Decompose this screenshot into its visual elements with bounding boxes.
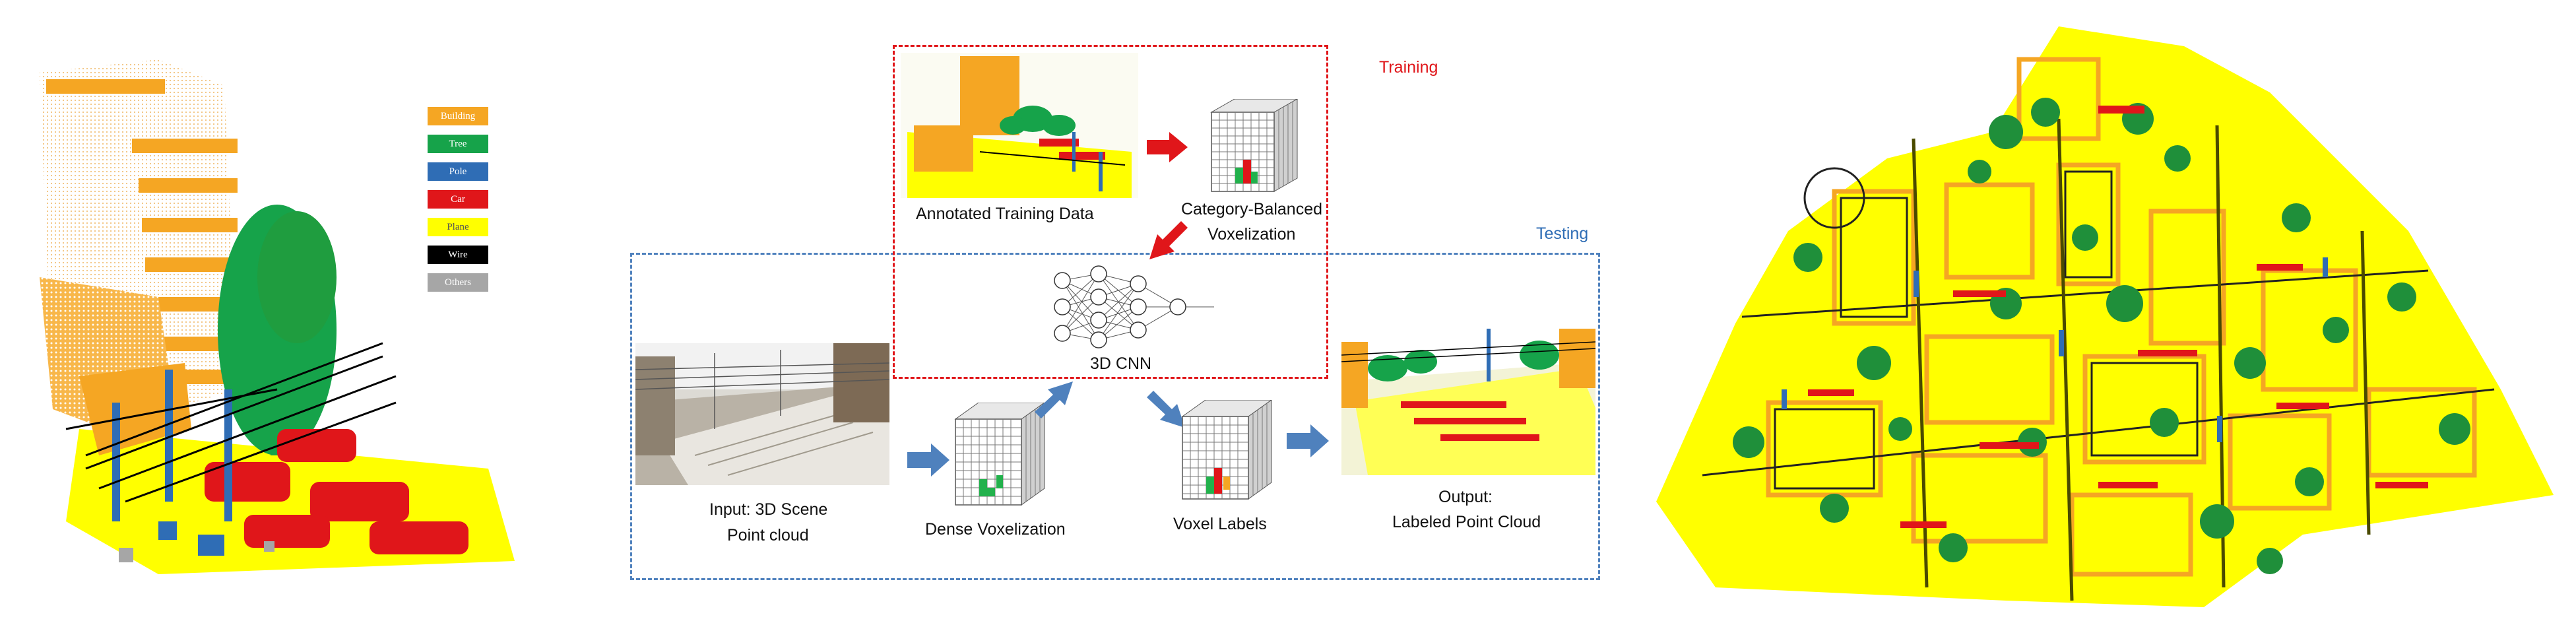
legend-plane: Plane bbox=[428, 218, 488, 236]
annotated-caption: Annotated Training Data bbox=[916, 205, 1094, 223]
input-caption-line2: Point cloud bbox=[727, 526, 809, 544]
arrow-icon bbox=[1287, 424, 1329, 457]
balanced-caption-line1: Category-Balanced bbox=[1181, 200, 1323, 218]
cnn-caption: 3D CNN bbox=[1090, 354, 1152, 373]
labels-caption: Voxel Labels bbox=[1173, 515, 1267, 533]
output-scene-image bbox=[1341, 329, 1595, 475]
input-scene-image bbox=[635, 343, 889, 485]
balanced-caption-line2: Voxelization bbox=[1208, 225, 1296, 244]
legend-wire: Wire bbox=[428, 246, 488, 264]
training-label: Training bbox=[1379, 58, 1438, 77]
annotated-training-image bbox=[901, 53, 1138, 198]
arrow-icon bbox=[907, 444, 950, 477]
legend-others: Others bbox=[428, 273, 488, 292]
legend-car: Car bbox=[428, 190, 488, 209]
arrow-icon bbox=[1035, 381, 1073, 418]
legend-tree: Tree bbox=[428, 135, 488, 153]
testing-label: Testing bbox=[1536, 224, 1589, 243]
arrow-icon bbox=[1149, 221, 1188, 259]
legend-pole: Pole bbox=[428, 162, 488, 181]
output-caption-line2: Labeled Point Cloud bbox=[1392, 513, 1541, 531]
dense-caption: Dense Voxelization bbox=[925, 520, 1066, 539]
voxel-grid-icon bbox=[1181, 400, 1272, 500]
street-scene-point-cloud bbox=[40, 59, 515, 574]
legend-building: Building bbox=[428, 107, 488, 125]
testing-box bbox=[630, 253, 1600, 580]
aerial-city-point-cloud bbox=[1656, 26, 2554, 607]
neural-network-icon bbox=[1054, 265, 1214, 348]
input-caption-line1: Input: 3D Scene bbox=[709, 500, 828, 519]
training-box bbox=[893, 45, 1328, 379]
output-caption-line1: Output: bbox=[1438, 488, 1493, 506]
arrow-icon bbox=[1147, 132, 1188, 162]
voxel-grid-icon bbox=[954, 403, 1045, 506]
arrow-icon bbox=[1147, 391, 1185, 428]
voxel-grid-icon bbox=[1210, 99, 1299, 192]
